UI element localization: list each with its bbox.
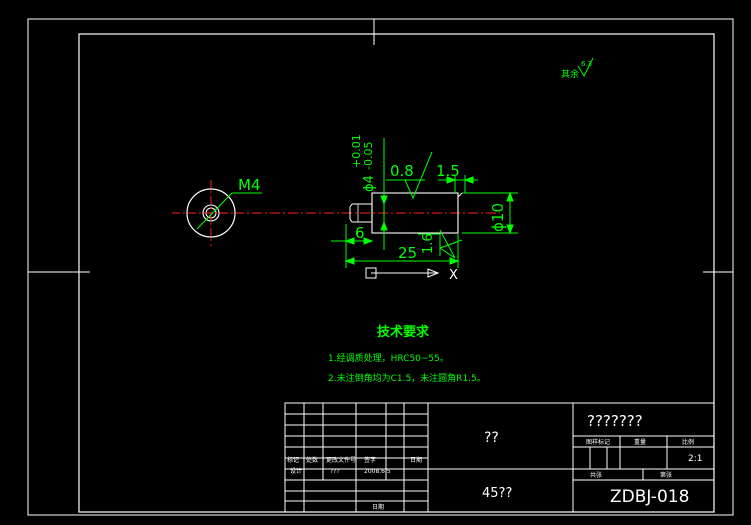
roughness-b-label: 1.6 bbox=[421, 233, 436, 254]
tb-scale-value: 2:1 bbox=[688, 454, 702, 464]
tech-title: 技术要求 bbox=[377, 324, 430, 340]
tb-center-top: ?? bbox=[484, 430, 499, 446]
dim-6-label: 6 bbox=[355, 224, 365, 242]
ucs-icon bbox=[365, 267, 440, 279]
tb-designer: ??? bbox=[330, 468, 340, 475]
tb-designer-label: 设计 bbox=[290, 467, 302, 475]
tb-approve-label: 日期 bbox=[372, 503, 384, 511]
thread-label: M4 bbox=[238, 176, 261, 194]
dimensions bbox=[331, 138, 518, 268]
tb-label-scale: 比例 bbox=[682, 438, 694, 446]
chamfer-label: 1.5 bbox=[436, 162, 460, 180]
tb-header-docno: 更改文件号 bbox=[326, 456, 356, 464]
end-view: M4 bbox=[172, 176, 262, 246]
tb-header-date: 日期 bbox=[410, 456, 422, 464]
tb-sheet-total: 共张 bbox=[590, 471, 602, 479]
tb-date: 2008.6.5 bbox=[364, 468, 391, 475]
tb-material: 45?? bbox=[482, 486, 512, 501]
tech-line-1: 1.经调质处理，HRC50~55。 bbox=[328, 352, 449, 364]
tb-header-count: 处数 bbox=[306, 456, 318, 464]
tb-part-name: ??????? bbox=[587, 412, 643, 430]
dim-25-label: 25 bbox=[398, 244, 417, 262]
roughness-a-label: 0.8 bbox=[390, 162, 414, 180]
tb-drawing-no: ZDBJ-018 bbox=[610, 487, 689, 507]
tech-line-2: 2.未注倒角均为C1.5，未注圆角R1.5。 bbox=[328, 372, 486, 384]
outer-sheet-border bbox=[27, 18, 734, 516]
tb-header-mark: 标记 bbox=[287, 456, 299, 464]
dia-small-label: ϕ4 bbox=[362, 175, 377, 192]
dia-large-label: ϕ10 bbox=[489, 203, 507, 232]
roughness-note: 其余 bbox=[561, 68, 579, 80]
tolerance-upper: +0.01 bbox=[350, 134, 363, 168]
roughness-value: 6.3 bbox=[581, 60, 592, 68]
tech-requirements: 技术要求 1.经调质处理，HRC50~55。 2.未注倒角均为C1.5，未注圆角… bbox=[328, 324, 486, 384]
tb-header-sign: 签字 bbox=[364, 456, 376, 464]
title-block bbox=[284, 402, 715, 513]
roughness-symbol-general: 其余 6.3 bbox=[561, 57, 594, 80]
tolerance-lower: -0.05 bbox=[362, 142, 375, 170]
tb-label-pattern: 图样标记 bbox=[586, 438, 610, 446]
tb-sheet-no: 第张 bbox=[660, 471, 672, 479]
tb-label-weight: 重量 bbox=[634, 438, 646, 446]
ucs-x-label: X bbox=[449, 268, 458, 283]
